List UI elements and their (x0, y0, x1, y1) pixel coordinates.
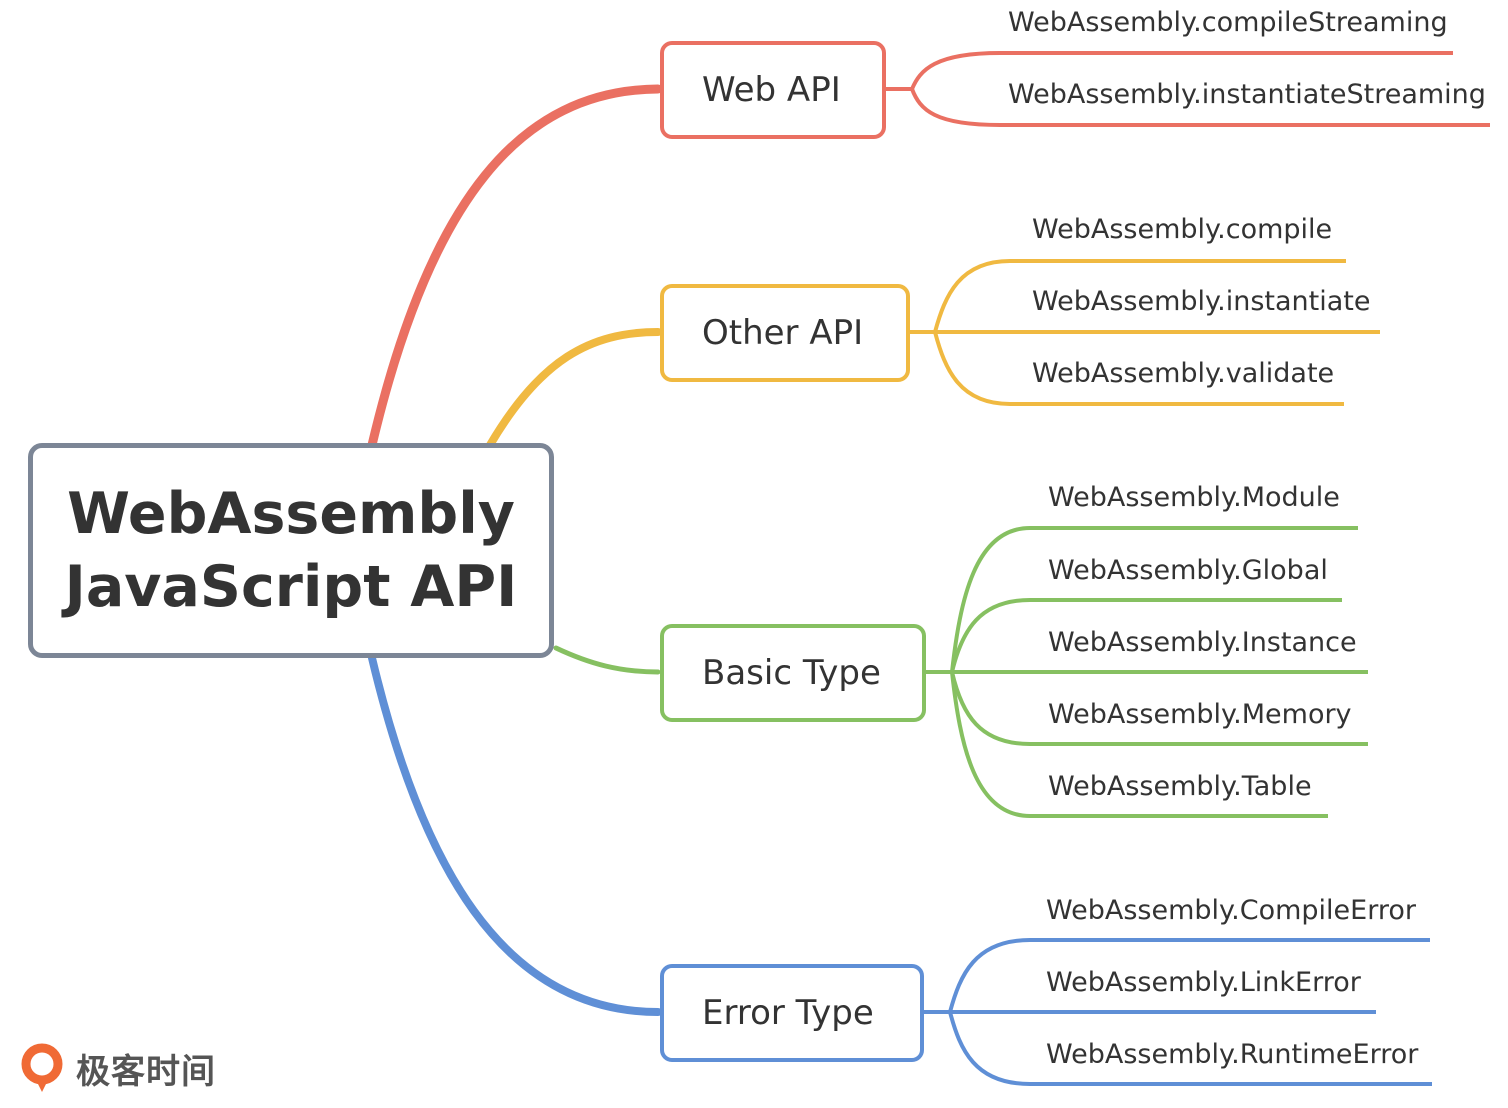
root-node: WebAssembly JavaScript API (28, 443, 554, 658)
connector-basic-type (553, 645, 661, 675)
leaf-compile-error: WebAssembly.CompileError (1046, 895, 1416, 926)
leaf-instantiate: WebAssembly.instantiate (1032, 286, 1371, 317)
category-node-web-api: Web API (660, 41, 886, 139)
branches-basic-type (925, 526, 1368, 818)
branches-web-api (886, 51, 1490, 127)
leaf-link-error: WebAssembly.LinkError (1046, 967, 1361, 998)
leaf-module: WebAssembly.Module (1048, 482, 1340, 513)
root-title-line1: WebAssembly (67, 480, 515, 547)
root-title-line2: JavaScript API (64, 553, 518, 620)
category-label: Other API (702, 313, 864, 353)
leaf-instance: WebAssembly.Instance (1048, 627, 1357, 658)
category-node-error-type: Error Type (660, 964, 924, 1062)
geektime-logo: 极客时间 (68, 1044, 216, 1092)
connector-other-api (486, 328, 662, 449)
leaf-runtime-error: WebAssembly.RuntimeError (1046, 1039, 1419, 1070)
connector-web-api (367, 84, 663, 450)
leaf-compile: WebAssembly.compile (1032, 214, 1333, 245)
category-node-basic-type: Basic Type (660, 624, 926, 722)
category-label: Error Type (702, 993, 874, 1033)
connector-error-type (368, 654, 662, 1016)
leaf-global: WebAssembly.Global (1048, 555, 1328, 586)
geektime-logo-icon (21, 1043, 63, 1092)
category-label: Basic Type (702, 653, 881, 693)
leaf-memory: WebAssembly.Memory (1048, 699, 1352, 730)
logo-text: 极客时间 (76, 1051, 216, 1092)
category-label: Web API (702, 70, 841, 110)
leaf-table: WebAssembly.Table (1048, 771, 1312, 802)
leaf-compile-streaming: WebAssembly.compileStreaming (1008, 7, 1448, 38)
leaf-instantiate-streaming: WebAssembly.instantiateStreaming (1008, 79, 1486, 110)
category-node-other-api: Other API (660, 284, 910, 382)
branches-other-api (909, 259, 1380, 406)
leaf-validate: WebAssembly.validate (1032, 358, 1335, 389)
branches-error-type (923, 938, 1432, 1086)
